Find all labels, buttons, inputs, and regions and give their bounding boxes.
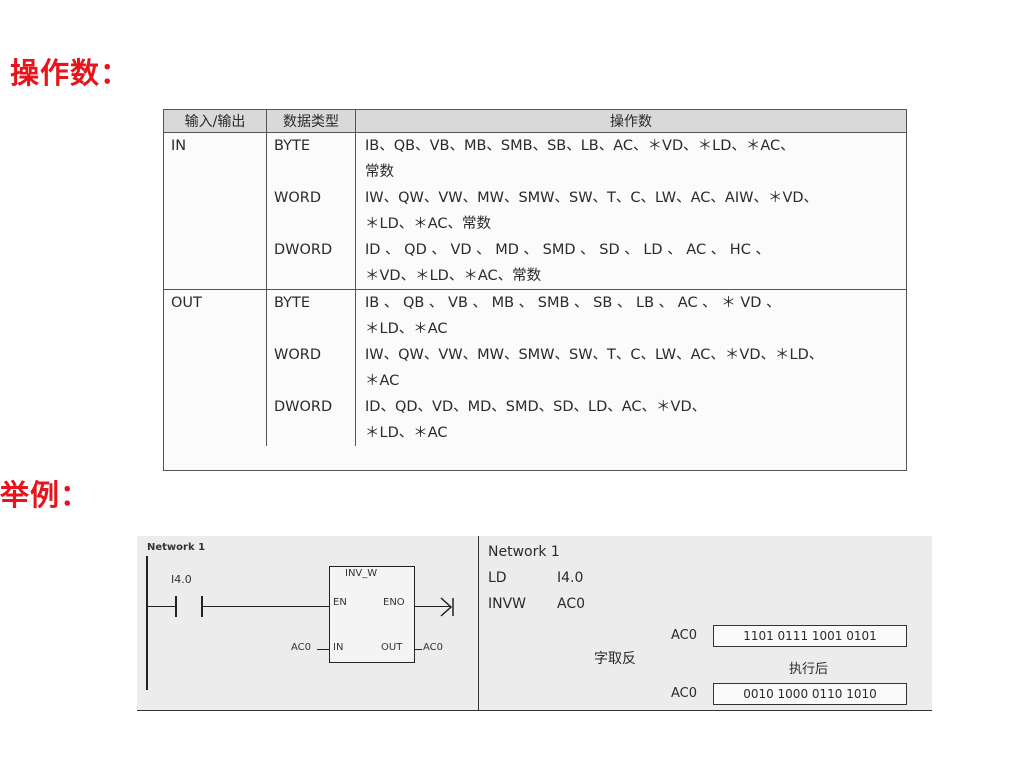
operand-cell: ID、QD、VD、MD、SMD、SD、LD、AC、＊VD、＊LD、＊AC bbox=[365, 399, 707, 441]
type-cell: BYTE bbox=[266, 289, 356, 342]
operation-label: 字取反 bbox=[594, 651, 636, 667]
table-row: WORD IW、QW、VW、MW、SMW、SW、T、C、LW、AC、＊VD、＊L… bbox=[164, 342, 906, 394]
contact-bar-right bbox=[201, 596, 203, 617]
header-operands: 操作数 bbox=[355, 110, 906, 133]
contact-bar-left bbox=[175, 596, 177, 617]
type-cell: BYTE bbox=[266, 132, 356, 185]
in-operand: AC0 bbox=[291, 642, 312, 653]
arrow-right-icon bbox=[440, 597, 454, 617]
table-row: WORD IW、QW、VW、MW、SMW、SW、T、C、LW、AC、AIW、＊V… bbox=[164, 185, 906, 237]
example-heading: 举例： bbox=[0, 478, 91, 512]
operand-cell: ID 、 QD 、 VD 、 MD 、 SMD 、 SD 、 LD 、 AC 、… bbox=[365, 242, 770, 284]
table-row: IN BYTE IB、QB、VB、MB、SMB、SB、LB、AC、＊VD、＊LD… bbox=[164, 132, 906, 290]
en-pin: EN bbox=[333, 597, 347, 608]
example-panel: Network 1 I4.0 INV_W EN ENO IN OUT AC0 A… bbox=[137, 536, 932, 711]
in-pin: IN bbox=[333, 642, 344, 653]
type-cell: WORD bbox=[266, 342, 356, 394]
after-label: 执行后 bbox=[789, 662, 829, 677]
stl-op-2: INVW bbox=[488, 596, 527, 612]
header-data-type: 数据类型 bbox=[266, 110, 356, 133]
in-wire bbox=[317, 649, 329, 650]
eno-pin: ENO bbox=[383, 597, 405, 608]
out-wire bbox=[414, 649, 422, 650]
type-cell: DWORD bbox=[266, 394, 356, 446]
operand-table: 输入/输出 数据类型 操作数 IN BYTE IB、QB、VB、MB、SMB、S… bbox=[163, 109, 907, 471]
out-operand: AC0 bbox=[423, 642, 444, 653]
io-cell: OUT bbox=[164, 289, 267, 446]
operand-cell: IB、QB、VB、MB、SMB、SB、LB、AC、＊VD、＊LD、＊AC、常数 bbox=[365, 138, 795, 180]
stl-op-1: LD bbox=[488, 570, 507, 586]
value-before: 1101 0111 1001 0101 bbox=[713, 625, 907, 647]
type-cell: WORD bbox=[266, 185, 356, 237]
reg-label-after: AC0 bbox=[671, 686, 698, 701]
power-rail bbox=[146, 556, 148, 690]
eno-wire bbox=[414, 606, 450, 607]
value-after: 0010 1000 0110 1010 bbox=[713, 683, 907, 705]
out-pin: OUT bbox=[381, 642, 403, 653]
ladder-diagram: Network 1 I4.0 INV_W EN ENO IN OUT AC0 A… bbox=[137, 536, 479, 710]
ladder-network-label: Network 1 bbox=[147, 542, 206, 553]
contact-label: I4.0 bbox=[171, 573, 192, 586]
operands-heading: 操作数： bbox=[10, 56, 131, 90]
table-row: OUT BYTE IB 、 QB 、 VB 、 MB 、 SMB 、 SB 、 … bbox=[164, 289, 906, 446]
io-cell: IN bbox=[164, 132, 267, 290]
stl-listing: Network 1 LD I4.0 INVW AC0 AC0 1101 0111… bbox=[488, 536, 932, 710]
stl-arg-1: I4.0 bbox=[557, 570, 584, 586]
operand-cell: IW、QW、VW、MW、SMW、SW、T、C、LW、AC、＊VD、＊LD、＊AC bbox=[365, 347, 824, 389]
header-io: 输入/输出 bbox=[164, 110, 267, 133]
box-title: INV_W bbox=[345, 568, 378, 579]
wire bbox=[203, 606, 329, 607]
stl-network-label: Network 1 bbox=[488, 544, 560, 560]
reg-label-before: AC0 bbox=[671, 628, 698, 643]
stl-arg-2: AC0 bbox=[557, 596, 586, 612]
type-cell: DWORD bbox=[266, 237, 356, 290]
operand-cell: IB 、 QB 、 VB 、 MB 、 SMB 、 SB 、 LB 、 AC 、… bbox=[355, 289, 906, 342]
operand-cell: IW、QW、VW、MW、SMW、SW、T、C、LW、AC、AIW、＊VD、＊LD… bbox=[365, 190, 819, 232]
table-row: DWORD ID 、 QD 、 VD 、 MD 、 SMD 、 SD 、 LD … bbox=[164, 237, 906, 290]
wire bbox=[148, 606, 176, 607]
table-row: DWORD ID、QD、VD、MD、SMD、SD、LD、AC、＊VD、＊LD、＊… bbox=[164, 394, 906, 446]
inv-w-box bbox=[329, 566, 415, 663]
